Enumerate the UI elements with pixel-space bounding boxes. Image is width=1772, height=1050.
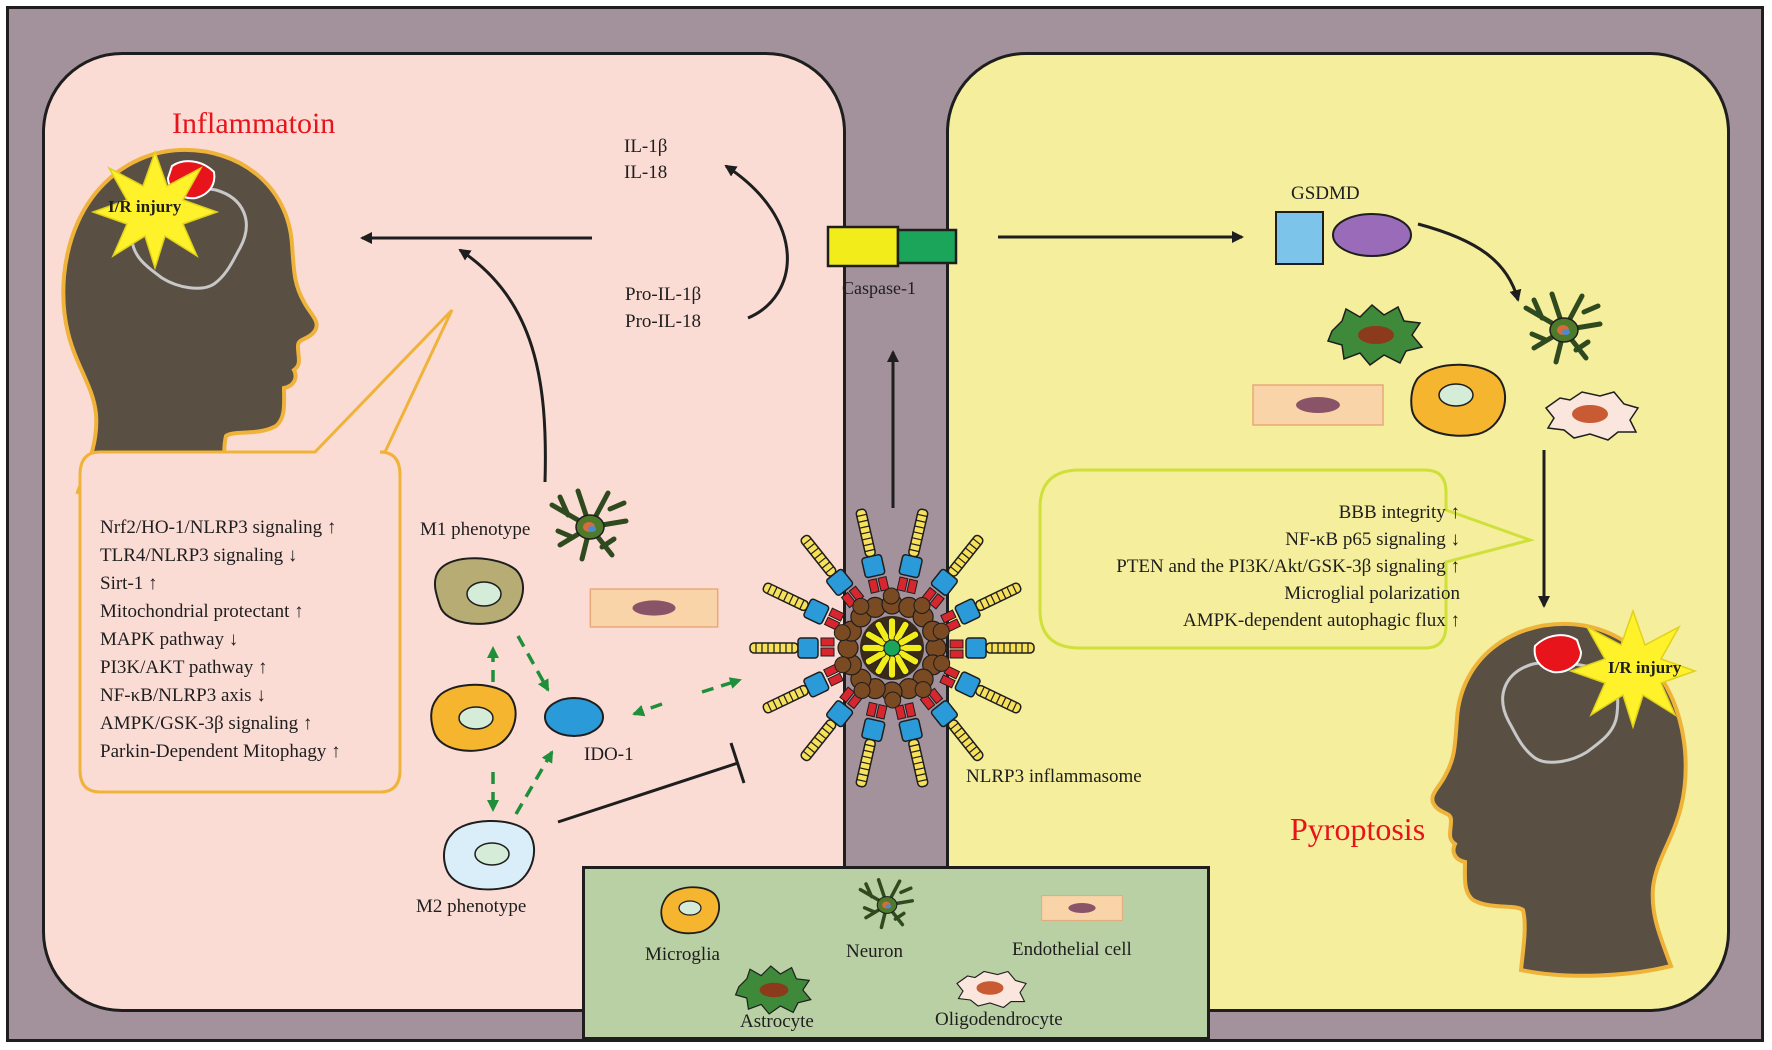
endothelial-left-icon (589, 588, 719, 628)
inhibition-line (557, 761, 739, 824)
ir-injury-right-label: I/R injury (1608, 658, 1682, 677)
right-callout-item: NF-κB p65 signaling ↓ (1285, 529, 1460, 550)
left-callout-item: Mitochondrial protectant ↑ (100, 601, 304, 622)
gsdmd-blue-block (1275, 211, 1324, 265)
legend-endothelial-label: Endothelial cell (1012, 939, 1132, 960)
caspase1-label: Caspase-1 (842, 278, 916, 298)
left-callout-item: MAPK pathway ↓ (100, 629, 238, 650)
green-arrow-ido1-to-nlrp3 (701, 677, 742, 694)
green-arrow-nlrp3-to-ido1 (632, 702, 663, 717)
oligodendrocyte-right-icon (1545, 391, 1639, 441)
gsdmd-label: GSDMD (1291, 183, 1360, 204)
left-callout-list: Nrf2/HO-1/NLRP3 signaling ↑ TLR4/NLRP3 si… (100, 517, 341, 762)
neuron-left-icon (552, 491, 626, 559)
il18-label: IL-18 (624, 162, 667, 183)
right-callout-list: BBB integrity ↑ NF-κB p65 signaling ↓ PTEN… (1116, 502, 1460, 631)
astrocyte-right-icon (1327, 304, 1423, 366)
neuron-right-icon (1526, 294, 1600, 362)
left-callout-item: AMPK/GSK-3β signaling ↑ (100, 713, 312, 734)
left-callout-item: Sirt-1 ↑ (100, 573, 158, 594)
left-callout-item: TLR4/NLRP3 signaling ↓ (100, 545, 297, 566)
pyroptosis-title: Pyroptosis (1290, 811, 1425, 847)
legend-microglia-label: Microglia (645, 944, 720, 965)
ido1-icon (544, 697, 604, 737)
inhibition-bar (729, 742, 746, 784)
right-callout-item: PTEN and the PI3K/Akt/GSK-3β signaling ↑ (1116, 556, 1460, 577)
caspase1-yellow-block (826, 225, 900, 268)
arrow-gsdmd-to-cells (1417, 222, 1522, 302)
legend-oligodendrocyte-icon (956, 970, 1027, 1009)
caspase1-green-block (896, 228, 958, 265)
green-arrow-m2-to-ido1 (514, 750, 554, 815)
right-callout-box (1038, 468, 1536, 650)
left-callout-item: PI3K/AKT pathway ↑ (100, 657, 267, 678)
pro-il1b-label: Pro-IL-1β (625, 284, 701, 305)
gsdmd-purple-block (1332, 213, 1412, 257)
legend-astrocyte-icon (734, 965, 812, 1015)
right-callout-item: BBB integrity ↑ (1339, 502, 1460, 523)
green-arrow-m1-to-ido1 (516, 635, 550, 692)
m2-phenotype-label: M2 phenotype (416, 896, 526, 917)
inflammation-title: Inflammatoin (172, 107, 335, 140)
ir-injury-left-label: I/R injury (108, 197, 182, 216)
arrow-pro-to-mature (724, 164, 789, 320)
endothelial-right-icon (1252, 384, 1384, 426)
left-callout-item: NF-κB/NLRP3 axis ↓ (100, 685, 266, 706)
left-callout-box (78, 308, 454, 794)
ido1-label: IDO-1 (584, 744, 634, 765)
legend-oligodendrocyte-label: Oligodendrocyte (935, 1009, 1063, 1030)
il1b-label: IL-1β (624, 136, 667, 157)
right-callout-item: Microglial polarization (1284, 583, 1460, 604)
left-callout-item: Parkin-Dependent Mitophagy ↑ (100, 741, 341, 762)
legend-astrocyte-label: Astrocyte (740, 1011, 814, 1032)
legend-neuron-label: Neuron (846, 941, 903, 962)
legend-neuron-icon (858, 878, 914, 930)
legend-endothelial-icon (1041, 895, 1123, 921)
arrow-m1-to-head (458, 248, 547, 483)
right-callout-item: AMPK-dependent autophagic flux ↑ (1183, 610, 1460, 631)
pro-il18-label: Pro-IL-18 (625, 311, 701, 332)
m1-phenotype-label: M1 phenotype (420, 519, 530, 540)
left-callout-item: Nrf2/HO-1/NLRP3 signaling ↑ (100, 517, 336, 538)
nlrp3-label: NLRP3 inflammasome (966, 766, 1142, 787)
nlrp3-inflammasome-icon (749, 507, 1035, 789)
